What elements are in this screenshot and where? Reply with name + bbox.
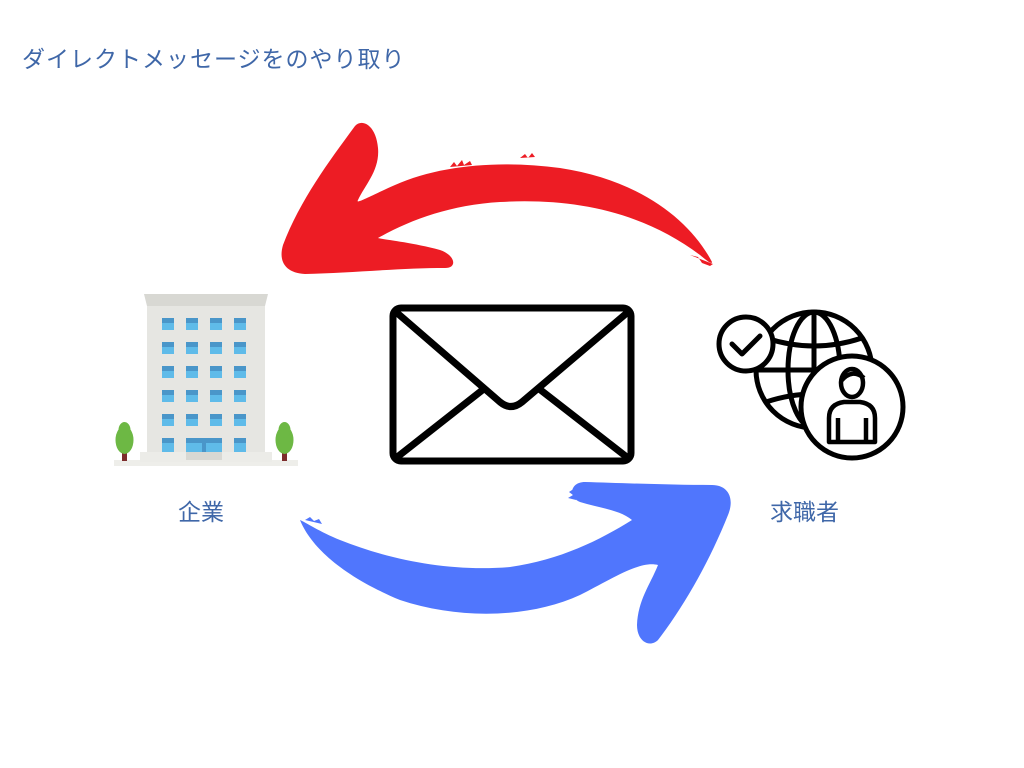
- company-label: 企業: [178, 500, 224, 526]
- globe-person-check-icon: [716, 309, 906, 461]
- jobseeker-label: 求職者: [770, 500, 839, 526]
- envelope-icon: [389, 304, 635, 465]
- office-building-icon: [114, 294, 298, 466]
- building-windows: [162, 318, 246, 452]
- diagram-title: ダイレクトメッセージをのやり取り: [22, 47, 406, 73]
